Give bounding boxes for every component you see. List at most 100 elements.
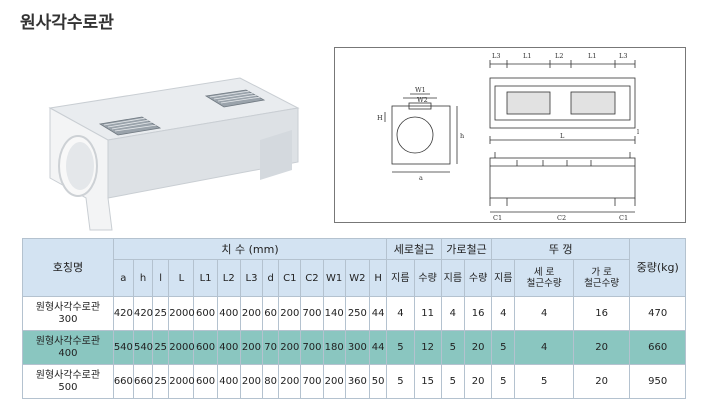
cell-v-dia: 5 (386, 330, 415, 365)
cell-dim: 660 (132, 364, 154, 399)
cell-dim: 420 (112, 296, 134, 331)
cell-name: 원형사각수로관 400 (22, 330, 114, 365)
header-vertical-bar: 세로철근 (386, 238, 442, 260)
cell-dim: 250 (344, 296, 370, 331)
cell-dim: 360 (344, 364, 370, 399)
header-dim-col: C1 (278, 259, 302, 297)
cell-dim: 2000 (168, 364, 195, 399)
cell-dim: 600 (193, 330, 218, 365)
cell-dim: 540 (132, 330, 154, 365)
label-l1-left: L1 (523, 52, 531, 60)
label-l: L (560, 132, 565, 140)
label-l3-right: L3 (619, 52, 627, 60)
cell-h-dia: 4 (440, 296, 465, 331)
cell-name: 원형사각수로관 300 (22, 296, 114, 331)
table-row: 원형사각수로관 400 540 540 25 2000 600 400 200 … (22, 330, 686, 365)
header-dim-col: L2 (216, 259, 241, 297)
table-row: 원형사각수로관 500 660 660 25 2000 600 400 200 … (22, 364, 686, 399)
cell-dim: 400 (216, 296, 241, 331)
cell-c-hqty: 20 (572, 330, 631, 365)
cell-h-qty: 16 (463, 296, 493, 331)
cell-dim: 700 (300, 296, 324, 331)
side-elevation-view (489, 152, 636, 213)
header-name: 호칭명 (22, 238, 114, 297)
label-l2: L2 (555, 52, 563, 60)
grate-icon (98, 116, 162, 136)
cell-weight: 470 (629, 296, 686, 331)
label-h-small: H (377, 114, 383, 122)
technical-drawing: W1 W2 H h a L3 L1 L2 L1 L3 L l (334, 47, 686, 223)
header-diameter: 지름 (386, 259, 415, 297)
cell-c-dia: 5 (491, 364, 516, 399)
header-diameter: 지름 (440, 259, 465, 297)
cell-dim: 660 (112, 364, 134, 399)
cell-c-dia: 5 (491, 330, 516, 365)
header-dim-col: L (168, 259, 195, 297)
header-dim-col: C2 (300, 259, 324, 297)
header-cover-vertical-qty: 세 로 철근수량 (514, 259, 574, 297)
header-dim-col: l (152, 259, 170, 297)
header-dim-col: H (368, 259, 388, 297)
page-title: 원사각수로관 (20, 13, 114, 33)
cell-v-qty: 11 (413, 296, 442, 331)
cell-dim: 25 (152, 330, 170, 365)
plan-view (489, 60, 636, 144)
header-cover-horizontal-qty: 가 로 철근수량 (572, 259, 631, 297)
cell-h-dia: 5 (440, 330, 465, 365)
cell-name: 원형사각수로관 500 (22, 364, 114, 399)
cell-dim: 200 (239, 364, 264, 399)
cell-dim: 140 (322, 296, 346, 331)
header-quantity: 수량 (413, 259, 442, 297)
cell-h-dia: 5 (440, 364, 465, 399)
cell-c-dia: 4 (491, 296, 516, 331)
label-w1: W1 (415, 86, 426, 94)
cell-h-qty: 20 (463, 364, 493, 399)
header-dimension: 치 수 (mm) (112, 238, 388, 260)
cell-v-qty: 12 (413, 330, 442, 365)
label-l1-right: L1 (588, 52, 596, 60)
cell-dim: 200 (278, 364, 302, 399)
cell-dim: 50 (368, 364, 388, 399)
cell-c-vqty: 4 (514, 330, 574, 365)
header-weight: 중량(kg) (629, 238, 686, 297)
label-h: h (460, 132, 464, 140)
cell-dim: 540 (112, 330, 134, 365)
header-quantity: 수량 (463, 259, 493, 297)
cell-dim: 80 (262, 364, 280, 399)
header-horizontal-bar: 가로철근 (440, 238, 493, 260)
header-dim-col: a (112, 259, 134, 297)
cell-dim: 200 (239, 330, 264, 365)
cell-weight: 660 (629, 330, 686, 365)
header-dim-col: L1 (193, 259, 218, 297)
header-cover: 뚜 껑 (491, 238, 631, 260)
header-diameter: 지름 (491, 259, 516, 297)
cell-dim: 600 (193, 364, 218, 399)
product-photo (48, 77, 300, 231)
label-a: a (419, 174, 423, 182)
header-dim-col: L3 (239, 259, 264, 297)
cell-dim: 25 (152, 364, 170, 399)
table-row: 원형사각수로관 300 420 420 25 2000 600 400 200 … (22, 296, 686, 331)
label-l-small: l (637, 128, 639, 136)
label-c2: C2 (557, 214, 566, 222)
cell-dim: 300 (344, 330, 370, 365)
cell-dim: 400 (216, 330, 241, 365)
label-w2: W2 (417, 96, 428, 104)
cell-dim: 60 (262, 296, 280, 331)
cell-dim: 2000 (168, 296, 195, 331)
cell-weight: 950 (629, 364, 686, 399)
cell-dim: 200 (239, 296, 264, 331)
cell-c-vqty: 5 (514, 364, 574, 399)
cell-dim: 200 (278, 330, 302, 365)
cross-section-view (384, 93, 458, 173)
cell-c-hqty: 20 (572, 364, 631, 399)
header-dim-col: d (262, 259, 280, 297)
cell-v-dia: 5 (386, 364, 415, 399)
cell-dim: 44 (368, 330, 388, 365)
cell-c-vqty: 4 (514, 296, 574, 331)
cell-h-qty: 20 (463, 330, 493, 365)
cell-dim: 44 (368, 296, 388, 331)
header-dim-col: W2 (344, 259, 370, 297)
header-dim-col: h (132, 259, 154, 297)
cell-c-hqty: 16 (572, 296, 631, 331)
